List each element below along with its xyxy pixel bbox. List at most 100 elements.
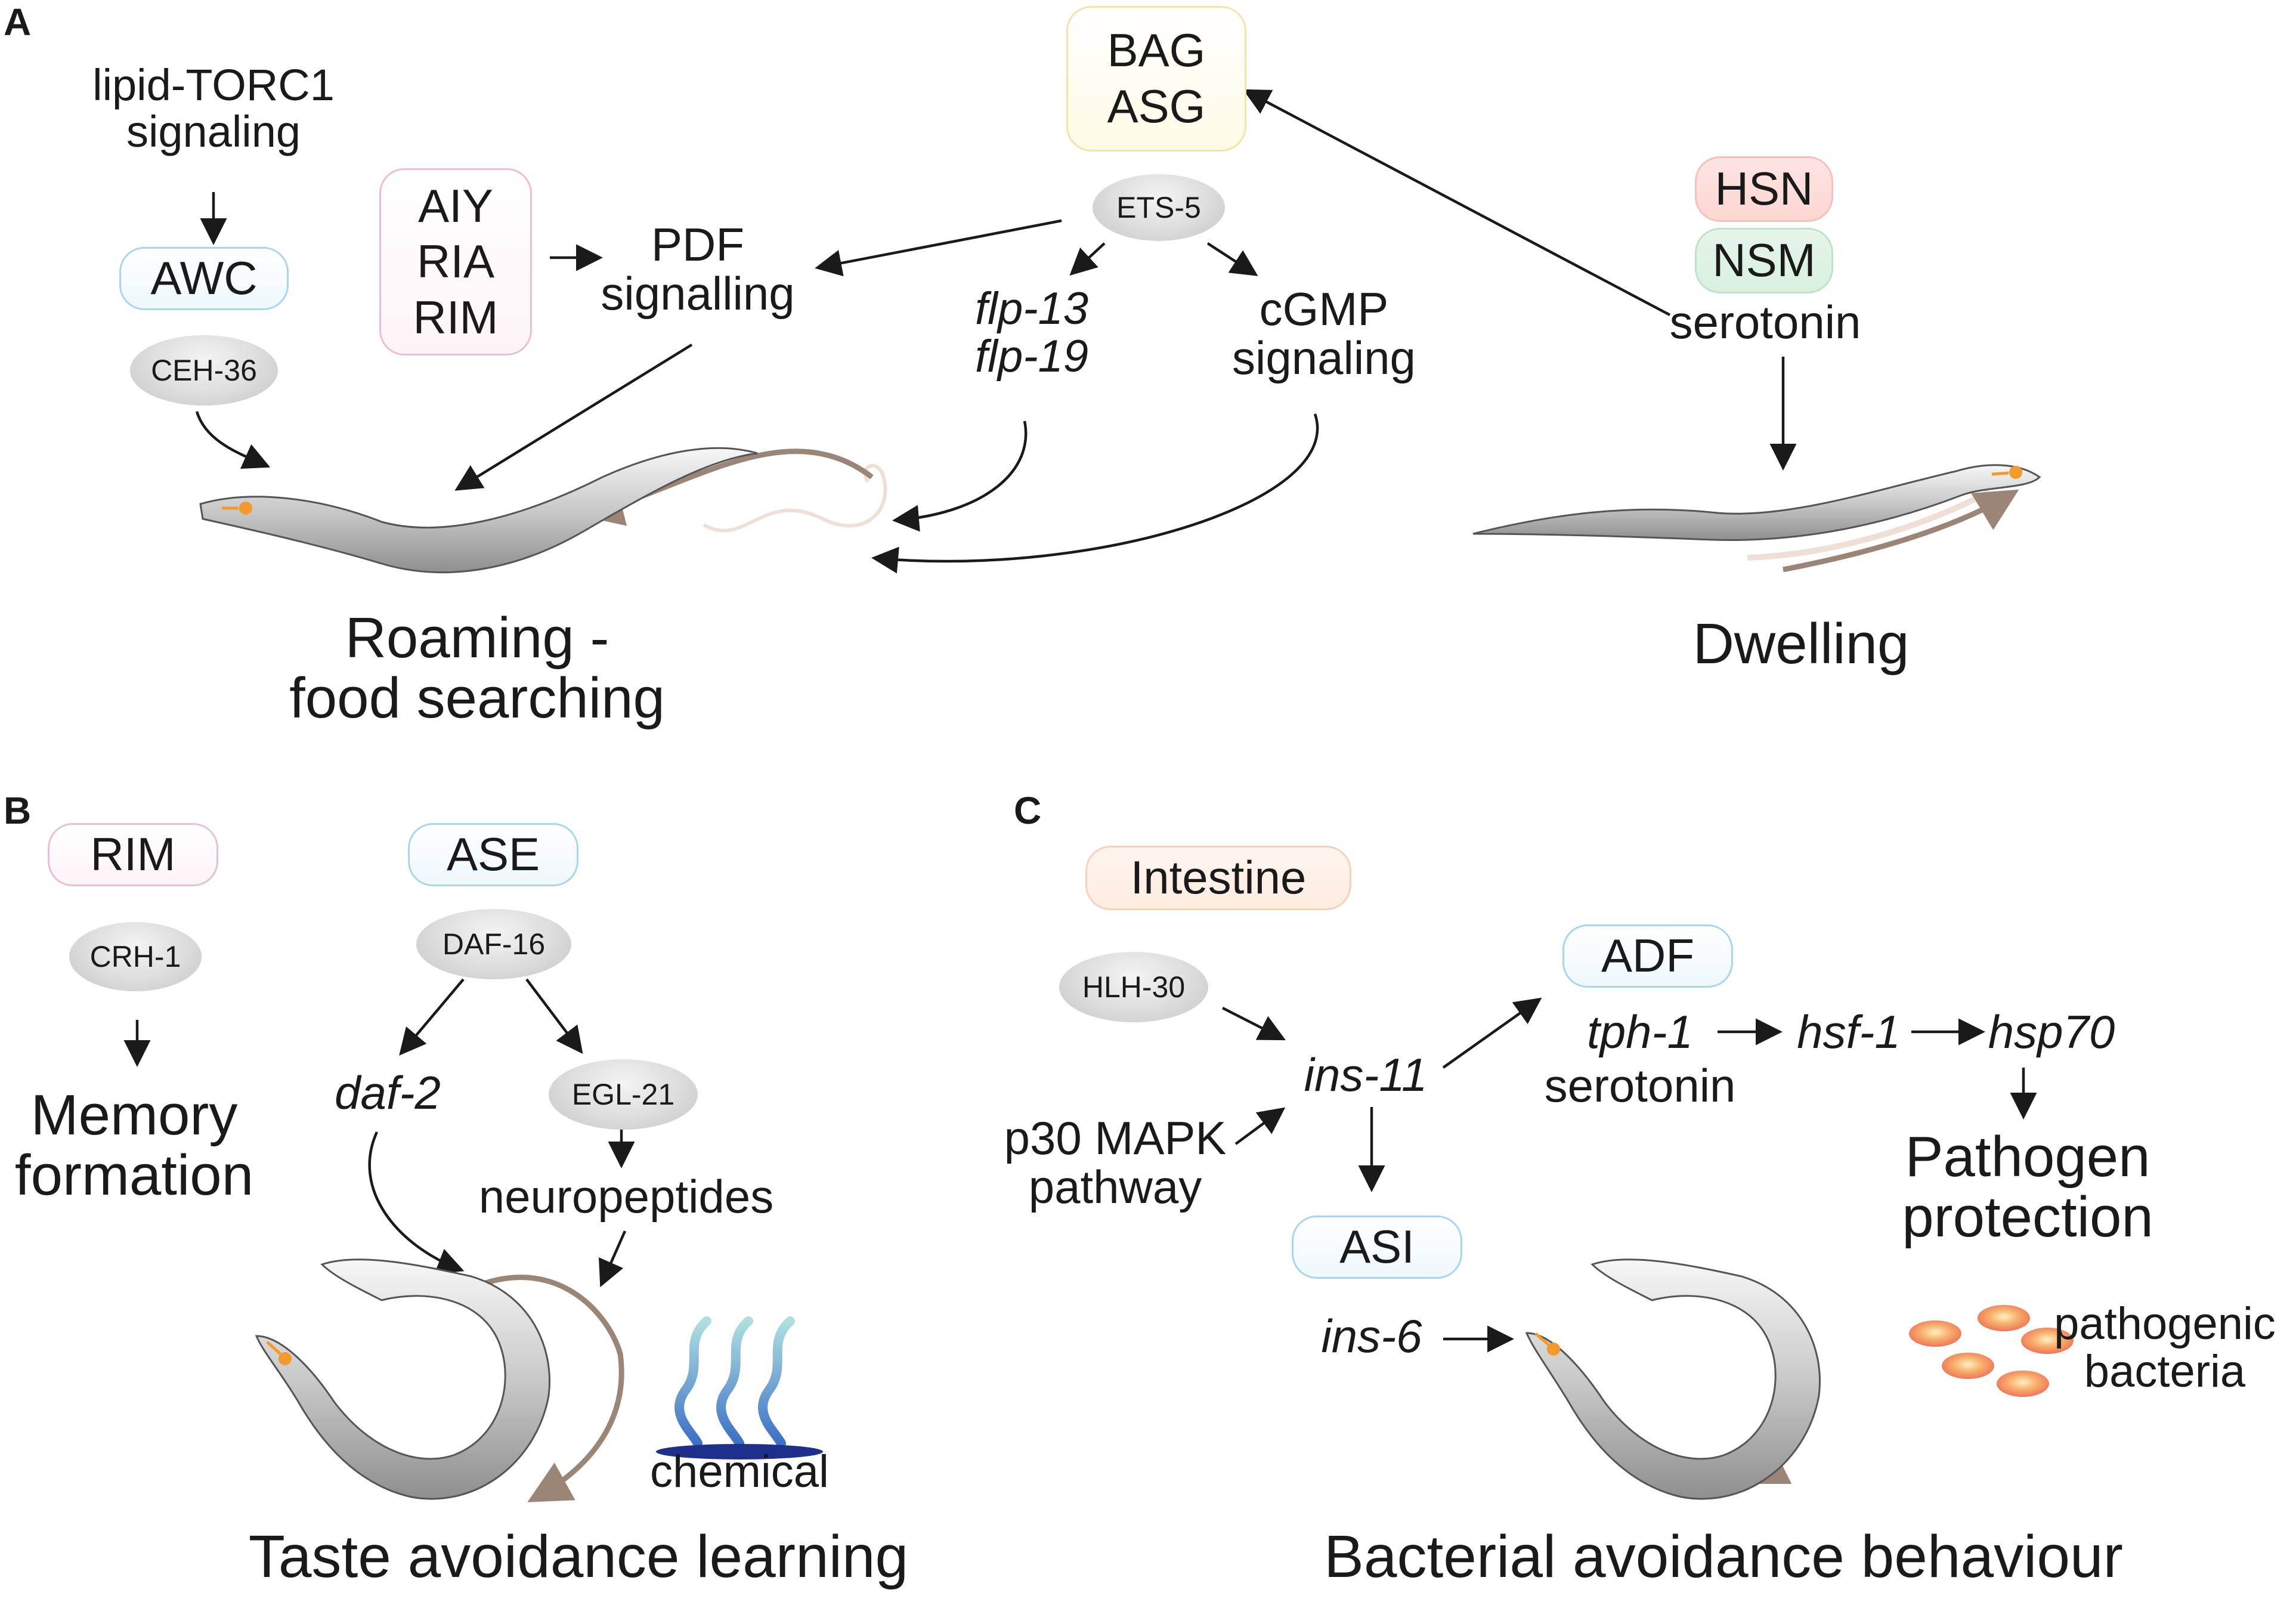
arrow-daf16-daf2 — [399, 978, 465, 1056]
arrow-neuropeptides-worm — [598, 1230, 627, 1288]
daf-2-gene: daf-2 — [335, 1066, 441, 1119]
neuron-awc-label: AWC — [150, 252, 258, 305]
neuropeptides-label: neuropeptides — [478, 1170, 774, 1223]
arrow-ets5-flp — [1069, 242, 1106, 276]
neuron-asi-label: ASI — [1339, 1220, 1415, 1273]
cgmp-signaling-label: signaling — [1232, 331, 1416, 384]
flp-genes: flp-13 flp-19 — [942, 285, 1121, 381]
pdf-signalling: PDF signalling — [584, 218, 811, 320]
dwelling-worm — [1472, 464, 2041, 573]
protein-daf-16: DAF-16 — [416, 909, 571, 979]
protein-egl-21: EGL-21 — [549, 1059, 698, 1130]
neuron-ria-label: RIA — [416, 235, 495, 288]
memory-line-2: formation — [14, 1143, 254, 1207]
neurons-aiy-ria-rim: AIY RIA RIM — [379, 168, 532, 355]
ins-6-gene: ins-6 — [1321, 1310, 1422, 1362]
neuron-nsm-label: NSM — [1712, 234, 1816, 287]
arrow-ceh36-roaming — [195, 411, 271, 469]
serotonin-label-a: serotonin — [1669, 296, 1861, 348]
neuron-ase-label: ASE — [446, 828, 540, 881]
panel-label-c: C — [1014, 789, 1042, 832]
memory-line-1: Memory — [30, 1083, 238, 1147]
roaming-caption: Roaming - food searching — [250, 608, 704, 729]
lipid-torc1-signaling: lipid-TORC1 signaling — [88, 62, 339, 154]
protein-crh-1: CRH-1 — [69, 922, 202, 991]
pathogen-protection: Pathogen protection — [1861, 1127, 2195, 1248]
protein-ceh-36: CEH-36 — [130, 335, 278, 406]
arrow-hlh30-ins11 — [1221, 1006, 1286, 1041]
signaling-label: signaling — [126, 106, 301, 156]
tph-1-gene: tph-1 — [1587, 1006, 1693, 1058]
arrow-ets5-cgmp — [1206, 242, 1258, 276]
serotonin-label-c: serotonin — [1544, 1059, 1736, 1112]
cgmp-label: cGMP — [1259, 283, 1389, 335]
arrow-pdf-roaming — [454, 344, 693, 491]
neuron-rim-label: RIM — [413, 290, 499, 344]
arrow-daf16-egl21 — [525, 978, 583, 1054]
chemical-dish — [656, 1444, 823, 1459]
neuron-hsn: HSN — [1695, 156, 1833, 222]
taste-caption: Taste avoidance learning — [248, 1523, 909, 1590]
neuron-hsn-label: HSN — [1715, 162, 1814, 215]
arrow-cgmp-roaming — [871, 413, 1319, 574]
p30-line-1: p30 MAPK — [1004, 1112, 1227, 1164]
roaming-worm — [199, 447, 887, 574]
bacteria-line-1: pathogenic — [2054, 1298, 2276, 1349]
p30-mapk-pathway: p30 MAPK pathway — [978, 1114, 1252, 1212]
neuron-aiy-label: AIY — [418, 179, 493, 232]
protein-egl-21-label: EGL-21 — [571, 1078, 675, 1111]
tissue-intestine-label: Intestine — [1130, 851, 1307, 904]
protein-ceh-36-label: CEH-36 — [151, 354, 257, 387]
neuron-adf: ADF — [1562, 924, 1733, 988]
neuron-bag-label: BAG — [1107, 24, 1206, 77]
chemical-label: chemical — [650, 1446, 829, 1497]
neuron-ase: ASE — [408, 823, 578, 886]
tissue-intestine: Intestine — [1085, 846, 1351, 910]
protein-ets-5-label: ETS-5 — [1116, 191, 1201, 224]
neuron-awc: AWC — [119, 247, 289, 310]
ins-11-gene: ins-11 — [1304, 1049, 1428, 1101]
pdf-label: PDF — [651, 218, 744, 271]
memory-formation: Memory formation — [0, 1085, 268, 1206]
bacteria-caption: Bacterial avoidance behaviour — [1324, 1523, 2123, 1590]
hsp70-gene: hsp70 — [1988, 1006, 2115, 1058]
chemical-graphic — [674, 1316, 795, 1448]
protein-crh-1-label: CRH-1 — [89, 940, 181, 973]
arrow-serotonin-bag — [1243, 89, 1671, 316]
neuron-asi: ASI — [1292, 1216, 1462, 1279]
flp-19-label: flp-19 — [974, 330, 1089, 382]
pathogen-line-1: Pathogen — [1905, 1125, 2150, 1189]
protein-daf-16-label: DAF-16 — [442, 927, 546, 961]
neuron-adf-label: ADF — [1601, 929, 1694, 982]
bacteria-line-2: bacteria — [2084, 1346, 2246, 1397]
arrow-daf2-worm — [368, 1131, 465, 1274]
bacteria-worm — [1525, 1258, 1821, 1500]
panel-label-b: B — [4, 789, 32, 832]
arrow-ets5-pdf — [815, 219, 1062, 277]
dwelling-caption: Dwelling — [1692, 612, 1910, 676]
roaming-line-2: food searching — [289, 666, 665, 730]
hsf-1-gene: hsf-1 — [1797, 1006, 1901, 1058]
panel-label-a: A — [4, 1, 32, 44]
pathogen-line-2: protection — [1902, 1185, 2153, 1249]
lipid-torc1-label: lipid-TORC1 — [92, 60, 335, 110]
flp-13-label: flp-13 — [974, 283, 1089, 334]
cgmp-signaling: cGMP signaling — [1211, 283, 1437, 384]
bacteria-cells — [1909, 1305, 2074, 1397]
p30-line-2: pathway — [1028, 1160, 1202, 1213]
signalling-label: signalling — [601, 267, 795, 320]
neuron-rim-b: RIM — [48, 823, 218, 886]
arrow-ins11-adf — [1442, 997, 1542, 1069]
neurons-bag-asg: BAG ASG — [1066, 6, 1246, 151]
protein-hlh-30-label: HLH-30 — [1082, 970, 1186, 1004]
arrow-flp-roaming — [892, 420, 1028, 532]
neuron-asg-label: ASG — [1107, 80, 1206, 132]
arrow-p30-ins11 — [1234, 1107, 1286, 1145]
protein-hlh-30: HLH-30 — [1059, 952, 1208, 1022]
taste-worm — [255, 1258, 624, 1502]
neuron-rim-b-label: RIM — [90, 828, 176, 881]
protein-ets-5: ETS-5 — [1093, 174, 1225, 241]
neuron-nsm: NSM — [1695, 228, 1833, 293]
roaming-line-1: Roaming - — [345, 606, 609, 670]
